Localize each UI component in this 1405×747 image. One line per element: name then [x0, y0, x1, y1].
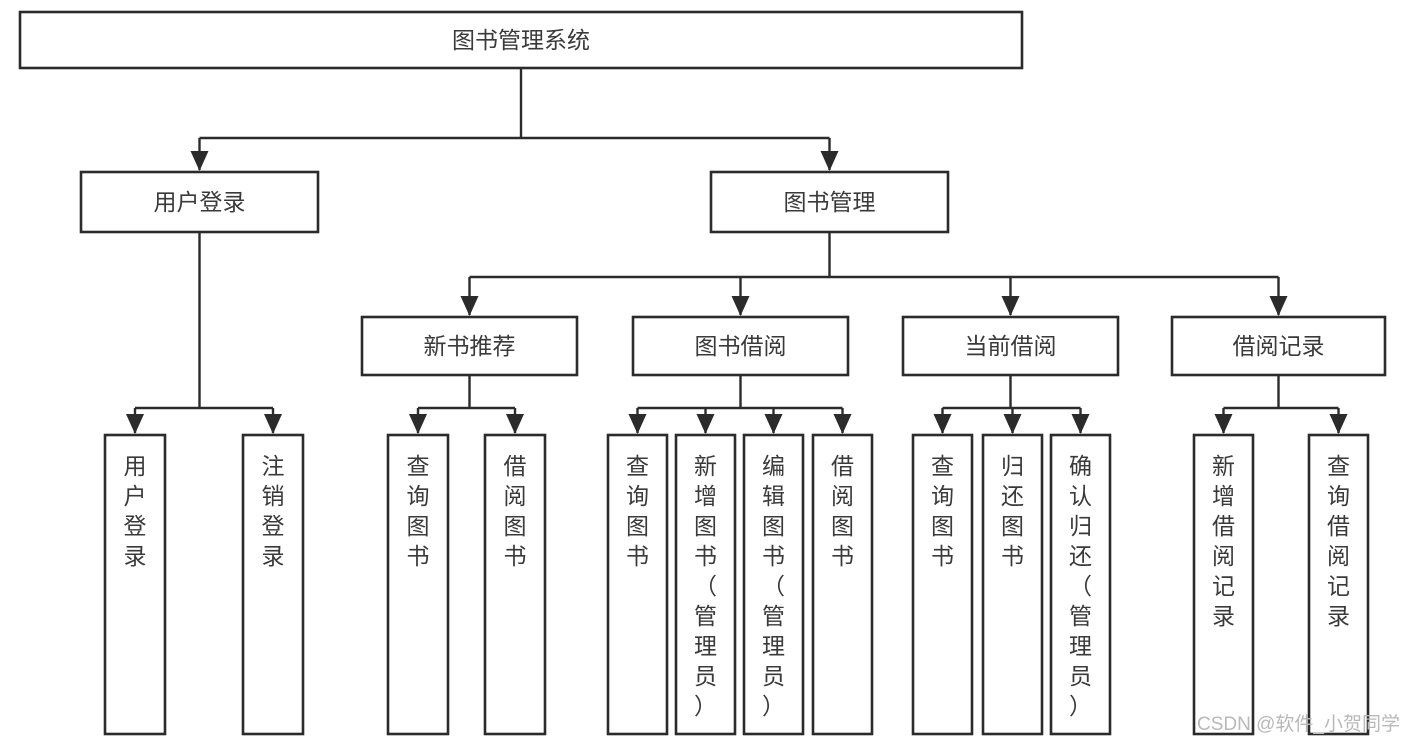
- leaf-node-box-outline: [981, 433, 1044, 736]
- arrow-head-icon: [1329, 414, 1348, 434]
- level2-node-box[interactable]: 用户登录: [79, 170, 320, 234]
- leaf-node-box-outline: [811, 433, 874, 736]
- leaf-node-box-outline: [241, 433, 305, 736]
- leaf-node-box[interactable]: 用户登录: [103, 433, 167, 736]
- level3-node-box-outline: [360, 315, 579, 377]
- leaf-node-box-outline: [606, 433, 669, 736]
- leaf-node-box[interactable]: 查询借阅记录: [1307, 433, 1370, 736]
- level3-node-label: 新书推荐: [424, 333, 516, 359]
- leaf-node-box-outline: [674, 433, 737, 736]
- leaf-node-label: 查询图书: [626, 453, 649, 569]
- level3-node-box[interactable]: 借阅记录: [1170, 315, 1387, 377]
- leaf-node-box[interactable]: 查询图书: [911, 433, 974, 736]
- leaf-node-label: 查询借阅记录: [1327, 453, 1350, 629]
- nodes-layer: 图书管理系统用户登录图书管理新书推荐图书借阅当前借阅借阅记录用户登录注销登录查询…: [18, 10, 1387, 736]
- leaf-node-box[interactable]: 新增图书（管理员）: [674, 433, 737, 736]
- arrow-head-icon: [696, 414, 715, 434]
- csdn-watermark: CSDN @软件_小贺同学: [1197, 713, 1400, 735]
- leaf-node-box[interactable]: 注销登录: [241, 433, 305, 736]
- leaf-node-box-outline: [386, 433, 450, 736]
- leaf-node-box[interactable]: 归还图书: [981, 433, 1044, 736]
- level3-node-label: 当前借阅: [965, 333, 1057, 359]
- leaf-node-box-outline: [742, 433, 805, 736]
- level3-node-box-outline: [631, 315, 850, 377]
- leaf-node-label: 注销登录: [262, 453, 285, 569]
- leaf-node-label: 查询图书: [931, 453, 954, 569]
- leaf-node-label: 编辑图书（管理员）: [762, 453, 785, 719]
- level3-node-box[interactable]: 新书推荐: [360, 315, 579, 377]
- leaf-node-box[interactable]: 查询图书: [606, 433, 669, 736]
- arrow-head-icon: [409, 414, 427, 434]
- level2-node-box-outline: [79, 170, 320, 234]
- arrow-head-icon: [1071, 414, 1090, 434]
- leaf-node-box-outline: [483, 433, 547, 736]
- leaf-node-box-outline: [1307, 433, 1370, 736]
- level2-node-label: 图书管理: [784, 189, 876, 215]
- arrow-head-icon: [731, 296, 750, 316]
- arrow-head-icon: [833, 414, 852, 434]
- arrow-head-icon: [126, 414, 144, 434]
- level3-node-box[interactable]: 图书借阅: [631, 315, 850, 377]
- root-node-label: 图书管理系统: [452, 27, 590, 53]
- leaf-node-label: 确认归还（管理员）: [1069, 453, 1092, 719]
- leaf-node-box[interactable]: 借阅图书: [483, 433, 547, 736]
- leaf-node-box-outline: [1049, 433, 1112, 736]
- arrow-head-icon: [264, 414, 282, 434]
- leaf-node-label: 新增借阅记录: [1212, 453, 1235, 629]
- level3-node-box-outline: [1170, 315, 1387, 377]
- arrow-head-icon: [764, 414, 783, 434]
- leaf-node-box-outline: [103, 433, 167, 736]
- leaf-node-label: 借阅图书: [504, 453, 527, 569]
- leaf-node-box-outline: [1192, 433, 1255, 736]
- leaf-node-label: 归还图书: [1001, 453, 1024, 569]
- level2-node-box[interactable]: 图书管理: [709, 170, 950, 234]
- leaf-node-box[interactable]: 编辑图书（管理员）: [742, 433, 805, 736]
- arrow-head-icon: [190, 151, 209, 171]
- arrow-head-icon: [460, 296, 479, 316]
- leaf-node-label: 新增图书（管理员）: [694, 453, 717, 719]
- leaf-node-box-outline: [911, 433, 974, 736]
- leaf-node-box[interactable]: 确认归还（管理员）: [1049, 433, 1112, 736]
- level2-node-box-outline: [709, 170, 950, 234]
- connector-lines-layer: [126, 68, 1348, 434]
- arrow-head-icon: [820, 151, 839, 171]
- arrow-head-icon: [1214, 414, 1233, 434]
- leaf-node-label: 用户登录: [124, 453, 147, 569]
- level3-node-box-outline: [901, 315, 1120, 377]
- level3-node-label: 图书借阅: [695, 333, 787, 359]
- root-node-box-outline: [18, 10, 1024, 70]
- root-node-box[interactable]: 图书管理系统: [18, 10, 1024, 70]
- level3-node-box[interactable]: 当前借阅: [901, 315, 1120, 377]
- arrow-head-icon: [933, 414, 952, 434]
- leaf-node-box[interactable]: 借阅图书: [811, 433, 874, 736]
- leaf-node-box[interactable]: 查询图书: [386, 433, 450, 736]
- arrow-head-icon: [1269, 296, 1288, 316]
- arrow-head-icon: [1001, 296, 1020, 316]
- arrow-head-icon: [506, 414, 524, 434]
- level3-node-label: 借阅记录: [1233, 333, 1325, 359]
- arrow-head-icon: [1003, 414, 1022, 434]
- leaf-node-label: 借阅图书: [831, 453, 854, 569]
- level2-node-label: 用户登录: [154, 189, 246, 215]
- arrow-head-icon: [628, 414, 647, 434]
- leaf-node-label: 查询图书: [407, 453, 430, 569]
- leaf-node-box[interactable]: 新增借阅记录: [1192, 433, 1255, 736]
